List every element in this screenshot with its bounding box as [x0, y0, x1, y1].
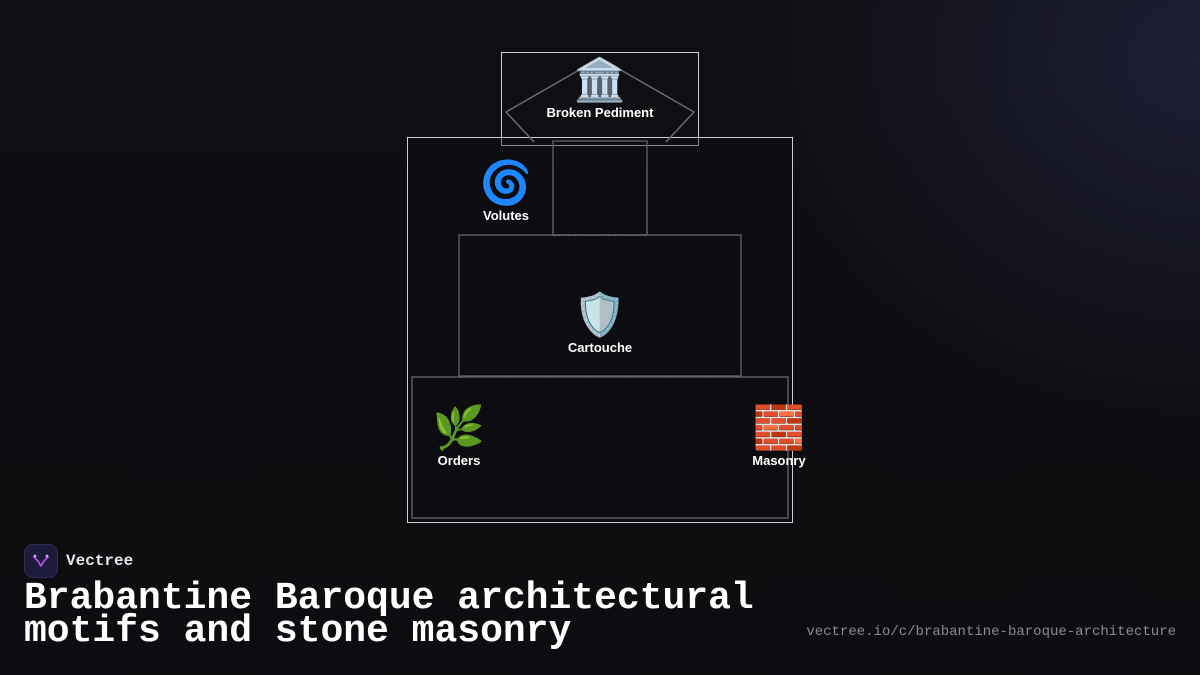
node-masonry: 🧱 Masonry	[709, 404, 849, 469]
herb-icon: 🌿	[432, 404, 486, 451]
shield-icon: 🛡️	[573, 291, 627, 338]
node-label: Broken Pediment	[546, 105, 654, 120]
brand-name: Vectree	[66, 552, 134, 570]
node-orders: 🌿 Orders	[389, 404, 529, 469]
brick-icon: 🧱	[752, 404, 806, 451]
node-label: Volutes	[483, 208, 529, 223]
vectree-logo-icon	[24, 544, 58, 578]
pediment-right-slope	[599, 57, 696, 143]
brand[interactable]: Vectree	[24, 544, 133, 578]
source-url[interactable]: vectree.io/c/brabantine-baroque-architec…	[806, 624, 1176, 640]
spiral-icon: 🌀	[479, 159, 533, 206]
classical-building-icon: 🏛️	[573, 56, 627, 103]
pediment-left-slope	[504, 57, 601, 143]
pediment-frame	[501, 52, 699, 146]
node-label: Orders	[437, 453, 481, 468]
lower-block	[411, 376, 789, 519]
node-label: Cartouche	[567, 340, 633, 355]
node-label: Masonry	[752, 453, 806, 468]
node-cartouche: 🛡️ Cartouche	[530, 291, 670, 356]
node-volutes: 🌀 Volutes	[436, 159, 576, 224]
node-broken-pediment: 🏛️ Broken Pediment	[530, 56, 670, 121]
facade-frame	[407, 137, 793, 523]
page-title: Brabantine Baroque architectural motifs …	[24, 577, 754, 653]
vectree-logo-mark	[33, 554, 49, 567]
